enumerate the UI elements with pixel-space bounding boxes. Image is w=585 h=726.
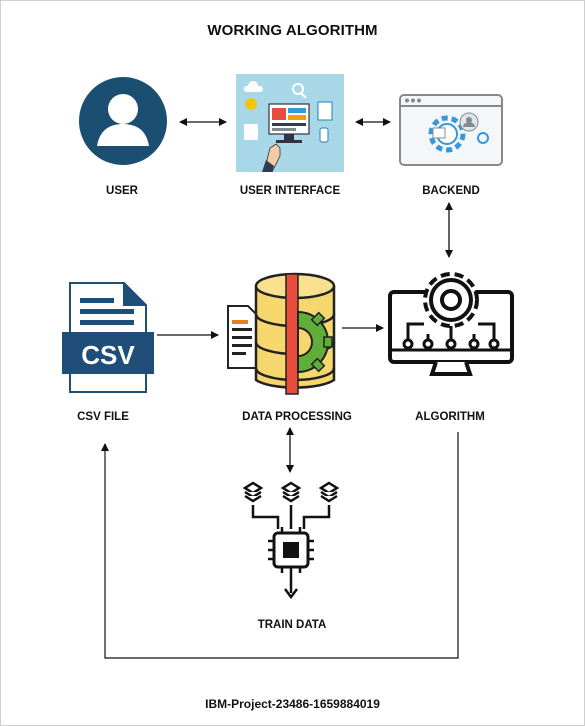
label-user: USER (106, 185, 138, 197)
label-csv-file: CSV FILE (77, 411, 129, 423)
arrow-algorithm-csv-loop (101, 432, 459, 659)
label-algorithm: ALGORITHM (415, 411, 485, 423)
browser-gear-icon (399, 94, 503, 166)
user-avatar-icon (79, 77, 167, 165)
database-gear-icon (227, 272, 336, 395)
diagram-title: WORKING ALGORITHM (207, 22, 378, 39)
label-train-data: TRAIN DATA (257, 619, 327, 631)
label-backend: BACKEND (422, 185, 480, 197)
ui-touchscreen-icon (236, 74, 344, 172)
label-user-interface: USER INTERFACE (239, 185, 341, 197)
monitor-gear-icon (388, 272, 514, 376)
label-data-processing: DATA PROCESSING (242, 411, 352, 423)
project-id-footer: IBM-Project-23486-1659884019 (205, 697, 380, 711)
csv-file-icon: CSV (62, 282, 154, 393)
csv-icon-text: CSV (81, 340, 135, 370)
neural-chip-icon (242, 481, 340, 600)
